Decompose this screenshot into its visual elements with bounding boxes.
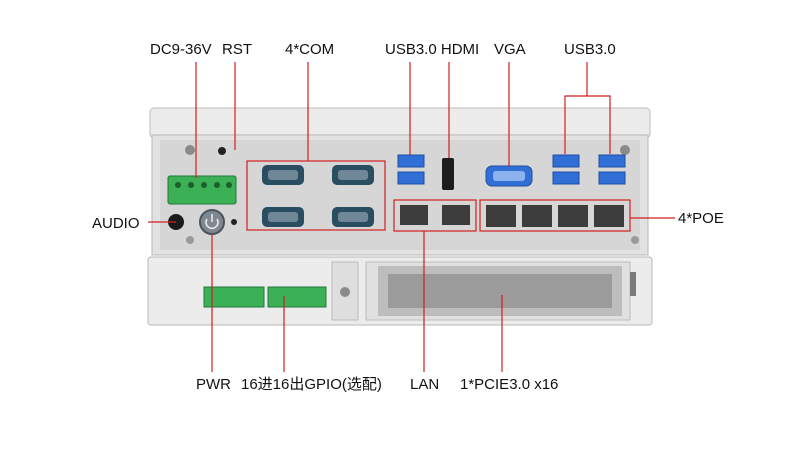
poe-ports (486, 205, 624, 227)
lan-ports (400, 205, 470, 225)
label-com: 4*COM (285, 41, 335, 58)
label-rst: RST (222, 41, 252, 58)
vga-port (485, 165, 533, 187)
power-button (199, 209, 225, 235)
label-usb-hdmi: USB3.0 HDMI (385, 41, 480, 58)
label-audio: AUDIO (92, 215, 140, 232)
lower-chassis (147, 256, 653, 326)
label-pcie: 1*PCIE3.0 x16 (460, 376, 559, 393)
usb-right-ports (552, 154, 626, 185)
label-lan: LAN (410, 376, 440, 393)
callout-lines (148, 62, 675, 372)
label-gpio: 16进16出GPIO(选配) (241, 376, 382, 393)
dc-terminal (167, 175, 237, 205)
label-dc: DC9-36V (150, 41, 212, 58)
label-vga: VGA (494, 41, 526, 58)
label-poe: 4*POE (678, 210, 724, 227)
label-usb-right: USB3.0 (564, 41, 616, 58)
com-ports (262, 165, 374, 227)
gpio-terminals (203, 286, 327, 308)
label-pwr: PWR (196, 376, 231, 393)
rst-button (218, 147, 226, 155)
usb-hdmi-ports (397, 154, 454, 190)
